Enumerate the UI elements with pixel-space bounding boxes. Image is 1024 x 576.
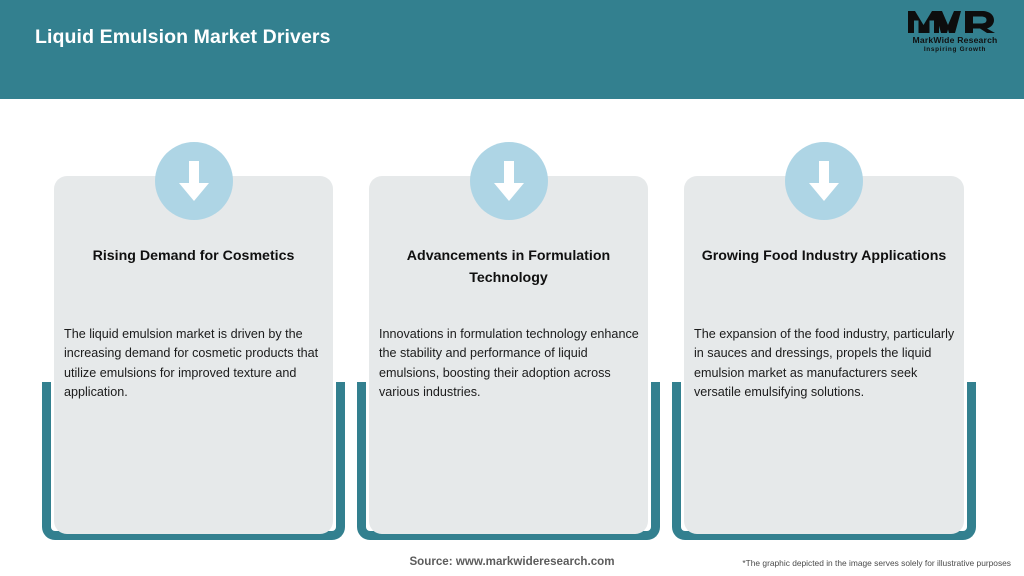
card-bracket (672, 382, 976, 540)
brand-logo[interactable]: MarkWide Research Inspiring Growth (903, 8, 1007, 58)
disclaimer-note: *The graphic depicted in the image serve… (742, 558, 1011, 568)
down-arrow-icon (469, 142, 548, 220)
card-bracket (42, 382, 345, 540)
source-label[interactable]: Source: www.markwideresearch.com (409, 555, 615, 568)
mwr-monogram-icon (908, 11, 995, 33)
card-body-text: Innovations in formulation technology en… (379, 327, 639, 399)
driver-card-3[interactable]: Growing Food Industry Applications The e… (672, 99, 976, 540)
card-panel (54, 176, 333, 534)
card-body-text: The expansion of the food industry, part… (694, 327, 955, 399)
card-heading: Advancements in Formulation Technology (406, 248, 611, 286)
card-heading: Growing Food Industry Applications (701, 248, 947, 264)
card-bracket (357, 382, 660, 540)
driver-card-1[interactable]: Rising Demand for Cosmetics The liquid e… (42, 99, 345, 540)
logo-company-name: MarkWide Research (912, 35, 998, 45)
driver-card-2[interactable]: Advancements in Formulation Technology I… (357, 99, 660, 540)
card-body-text: The liquid emulsion market is driven by … (64, 327, 319, 399)
header-bar: Liquid Emulsion Market Drivers MarkWide … (0, 0, 1024, 99)
card-heading: Rising Demand for Cosmetics (92, 248, 295, 264)
drivers-card-group: Rising Demand for Cosmetics The liquid e… (0, 99, 1024, 540)
down-arrow-icon (154, 142, 233, 220)
card-panel (684, 176, 964, 534)
card-panel (369, 176, 648, 534)
page-title: Liquid Emulsion Market Drivers (35, 26, 331, 48)
down-arrow-icon (785, 142, 863, 220)
logo-tagline: Inspiring Growth (923, 46, 987, 54)
